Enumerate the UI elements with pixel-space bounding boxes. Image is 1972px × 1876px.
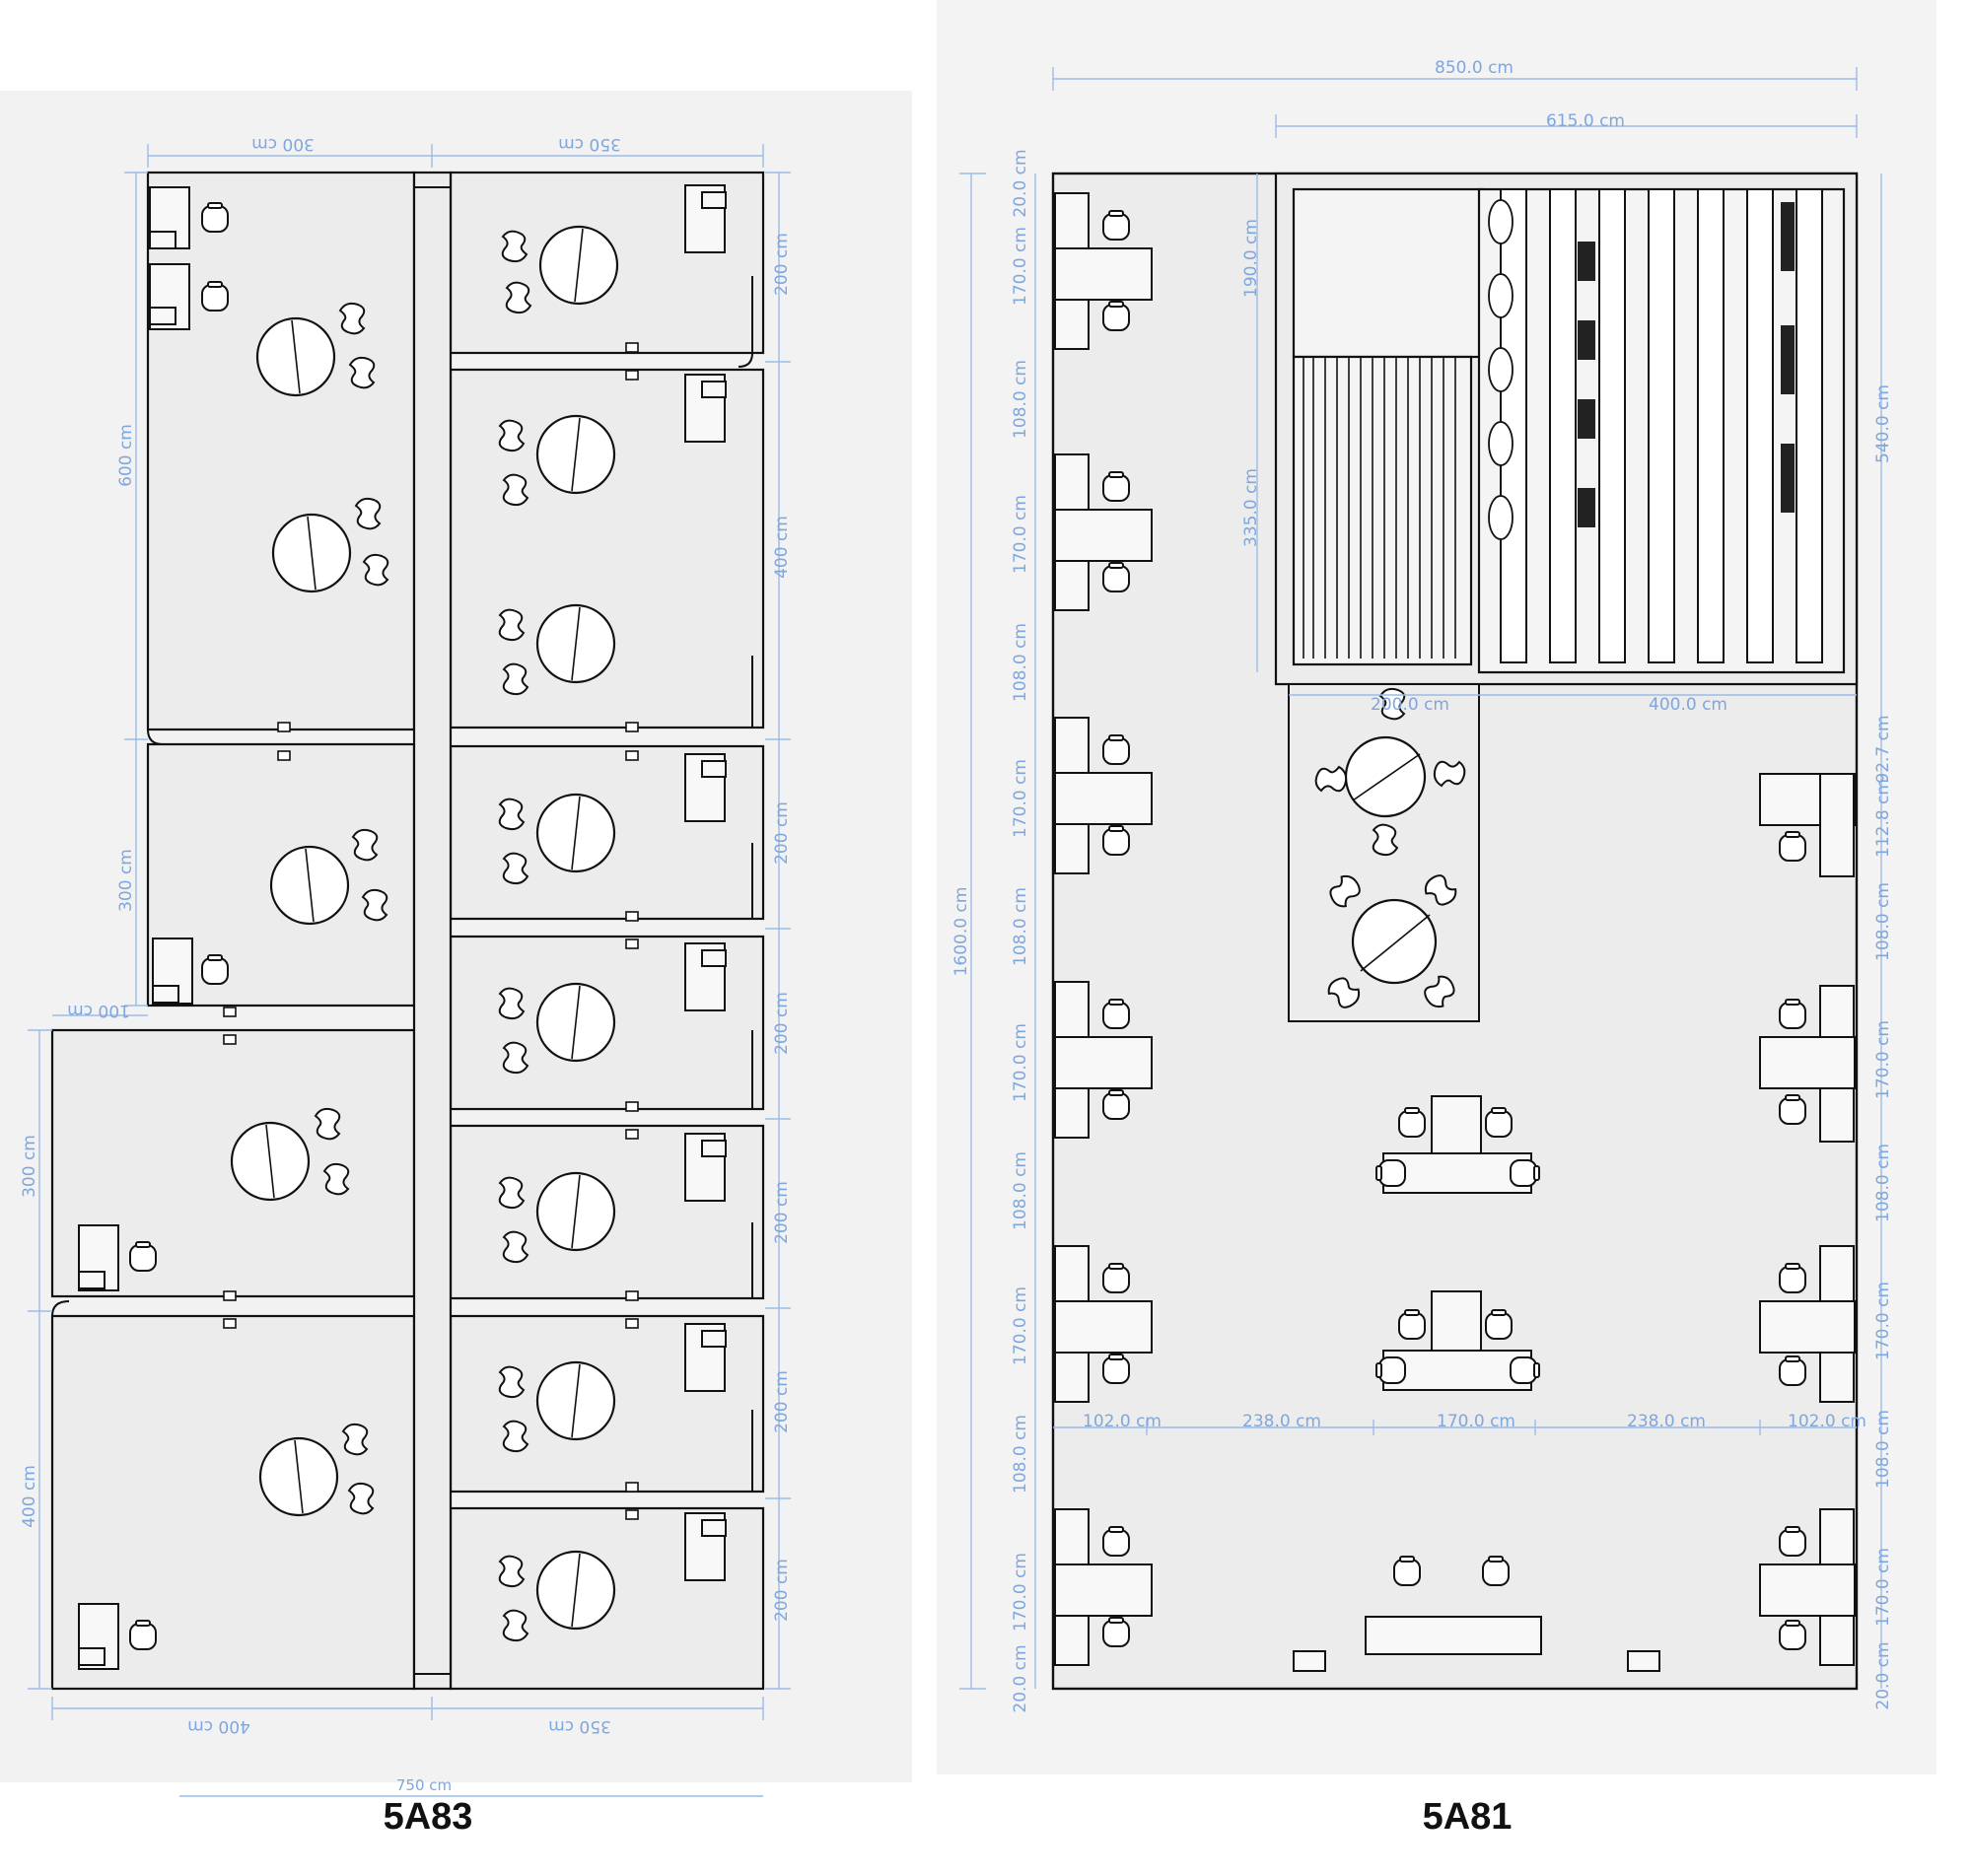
dim-left-col: 20.0 cm (1011, 149, 1030, 217)
round-table (1351, 898, 1438, 985)
dim-left-lower2: 400 cm (20, 1465, 39, 1528)
plan-5a83: 300 cm 350 cm 400 cm 350 cm 750 cm 100 c… (20, 134, 792, 1797)
dim-right-col: 108.0 cm (1873, 1144, 1893, 1222)
dim-row: 170.0 cm (1437, 1412, 1515, 1431)
plan-5a81: 850.0 cm 615.0 cm 1600.0 cm 190.0 cm 335… (951, 58, 1893, 1713)
dim-left-lower1: 300 cm (20, 1135, 39, 1198)
dim-right-upper: 540.0 cm (1873, 384, 1893, 463)
dim-right-col: 112.8 cm (1873, 779, 1893, 858)
dim-bottom-left: 400 cm (187, 1716, 250, 1736)
left-column-dims: 20.0 cm 170.0 cm 108.0 cm 170.0 cm 108.0… (1011, 149, 1030, 1712)
dim-right-col: 170.0 cm (1873, 1548, 1893, 1627)
dim-right-r1: 200 cm (772, 233, 792, 296)
dim-left-col: 170.0 cm (1011, 1286, 1030, 1365)
dim-right-r6: 200 cm (772, 1370, 792, 1433)
dim-left-col: 20.0 cm (1011, 1644, 1030, 1712)
corridor (412, 171, 453, 1691)
dim-left-col: 108.0 cm (1011, 887, 1030, 966)
dim-right-r3: 200 cm (772, 801, 792, 865)
dim-right-col: 92.7 cm (1873, 715, 1893, 783)
dim-top-right: 350 cm (558, 134, 621, 154)
dim-bottom-right: 350 cm (548, 1716, 611, 1736)
dim-left-col: 170.0 cm (1011, 1553, 1030, 1632)
dim-right-col: 170.0 cm (1873, 1020, 1893, 1099)
dim-left-col: 170.0 cm (1011, 495, 1030, 574)
dim-inner-upper: 190.0 cm (1241, 219, 1261, 298)
dim-step: 100 cm (67, 1001, 130, 1020)
dim-left-upper: 600 cm (116, 424, 136, 487)
dim-right-r5: 200 cm (772, 1181, 792, 1244)
dim-right-col: 170.0 cm (1873, 1282, 1893, 1360)
plan-title-left: 5A83 (383, 1796, 473, 1838)
dim-row: 102.0 cm (1788, 1412, 1866, 1431)
plan-title-right: 5A81 (1422, 1796, 1513, 1838)
dim-row: 102.0 cm (1083, 1412, 1162, 1431)
dim-lounge-width: 200.0 cm (1371, 695, 1449, 715)
dim-right-r2: 400 cm (772, 516, 792, 579)
dim-open-width: 400.0 cm (1649, 695, 1727, 715)
dim-right-col: 108.0 cm (1873, 1410, 1893, 1489)
dim-total-width: 750 cm (396, 1776, 452, 1794)
dim-total-width: 850.0 cm (1435, 58, 1514, 78)
dim-right-col: 108.0 cm (1873, 882, 1893, 961)
dim-top-left: 300 cm (251, 134, 315, 154)
dim-row: 238.0 cm (1627, 1412, 1706, 1431)
dim-row: 238.0 cm (1242, 1412, 1321, 1431)
dim-right-col: 20.0 cm (1873, 1641, 1893, 1709)
dim-inner-lower: 335.0 cm (1241, 468, 1261, 547)
right-column-dims: 92.7 cm 112.8 cm 108.0 cm 170.0 cm 108.0… (1873, 715, 1893, 1709)
dim-right-r4: 200 cm (772, 992, 792, 1055)
dim-left-col: 170.0 cm (1011, 759, 1030, 838)
dim-total-height: 1600.0 cm (951, 887, 971, 977)
dim-left-col: 170.0 cm (1011, 1023, 1030, 1102)
round-table (1344, 735, 1427, 818)
dim-left-col: 170.0 cm (1011, 227, 1030, 306)
dim-left-col: 108.0 cm (1011, 360, 1030, 439)
dim-left-middle: 300 cm (116, 849, 136, 912)
dim-pantry-width: 615.0 cm (1546, 111, 1625, 131)
dim-left-col: 108.0 cm (1011, 623, 1030, 702)
dim-right-r7: 200 cm (772, 1559, 792, 1622)
dim-left-col: 108.0 cm (1011, 1415, 1030, 1494)
row-dims: 102.0 cm 238.0 cm 170.0 cm 238.0 cm 102.… (1083, 1412, 1866, 1431)
dim-left-col: 108.0 cm (1011, 1151, 1030, 1230)
room-large-north (146, 171, 416, 731)
